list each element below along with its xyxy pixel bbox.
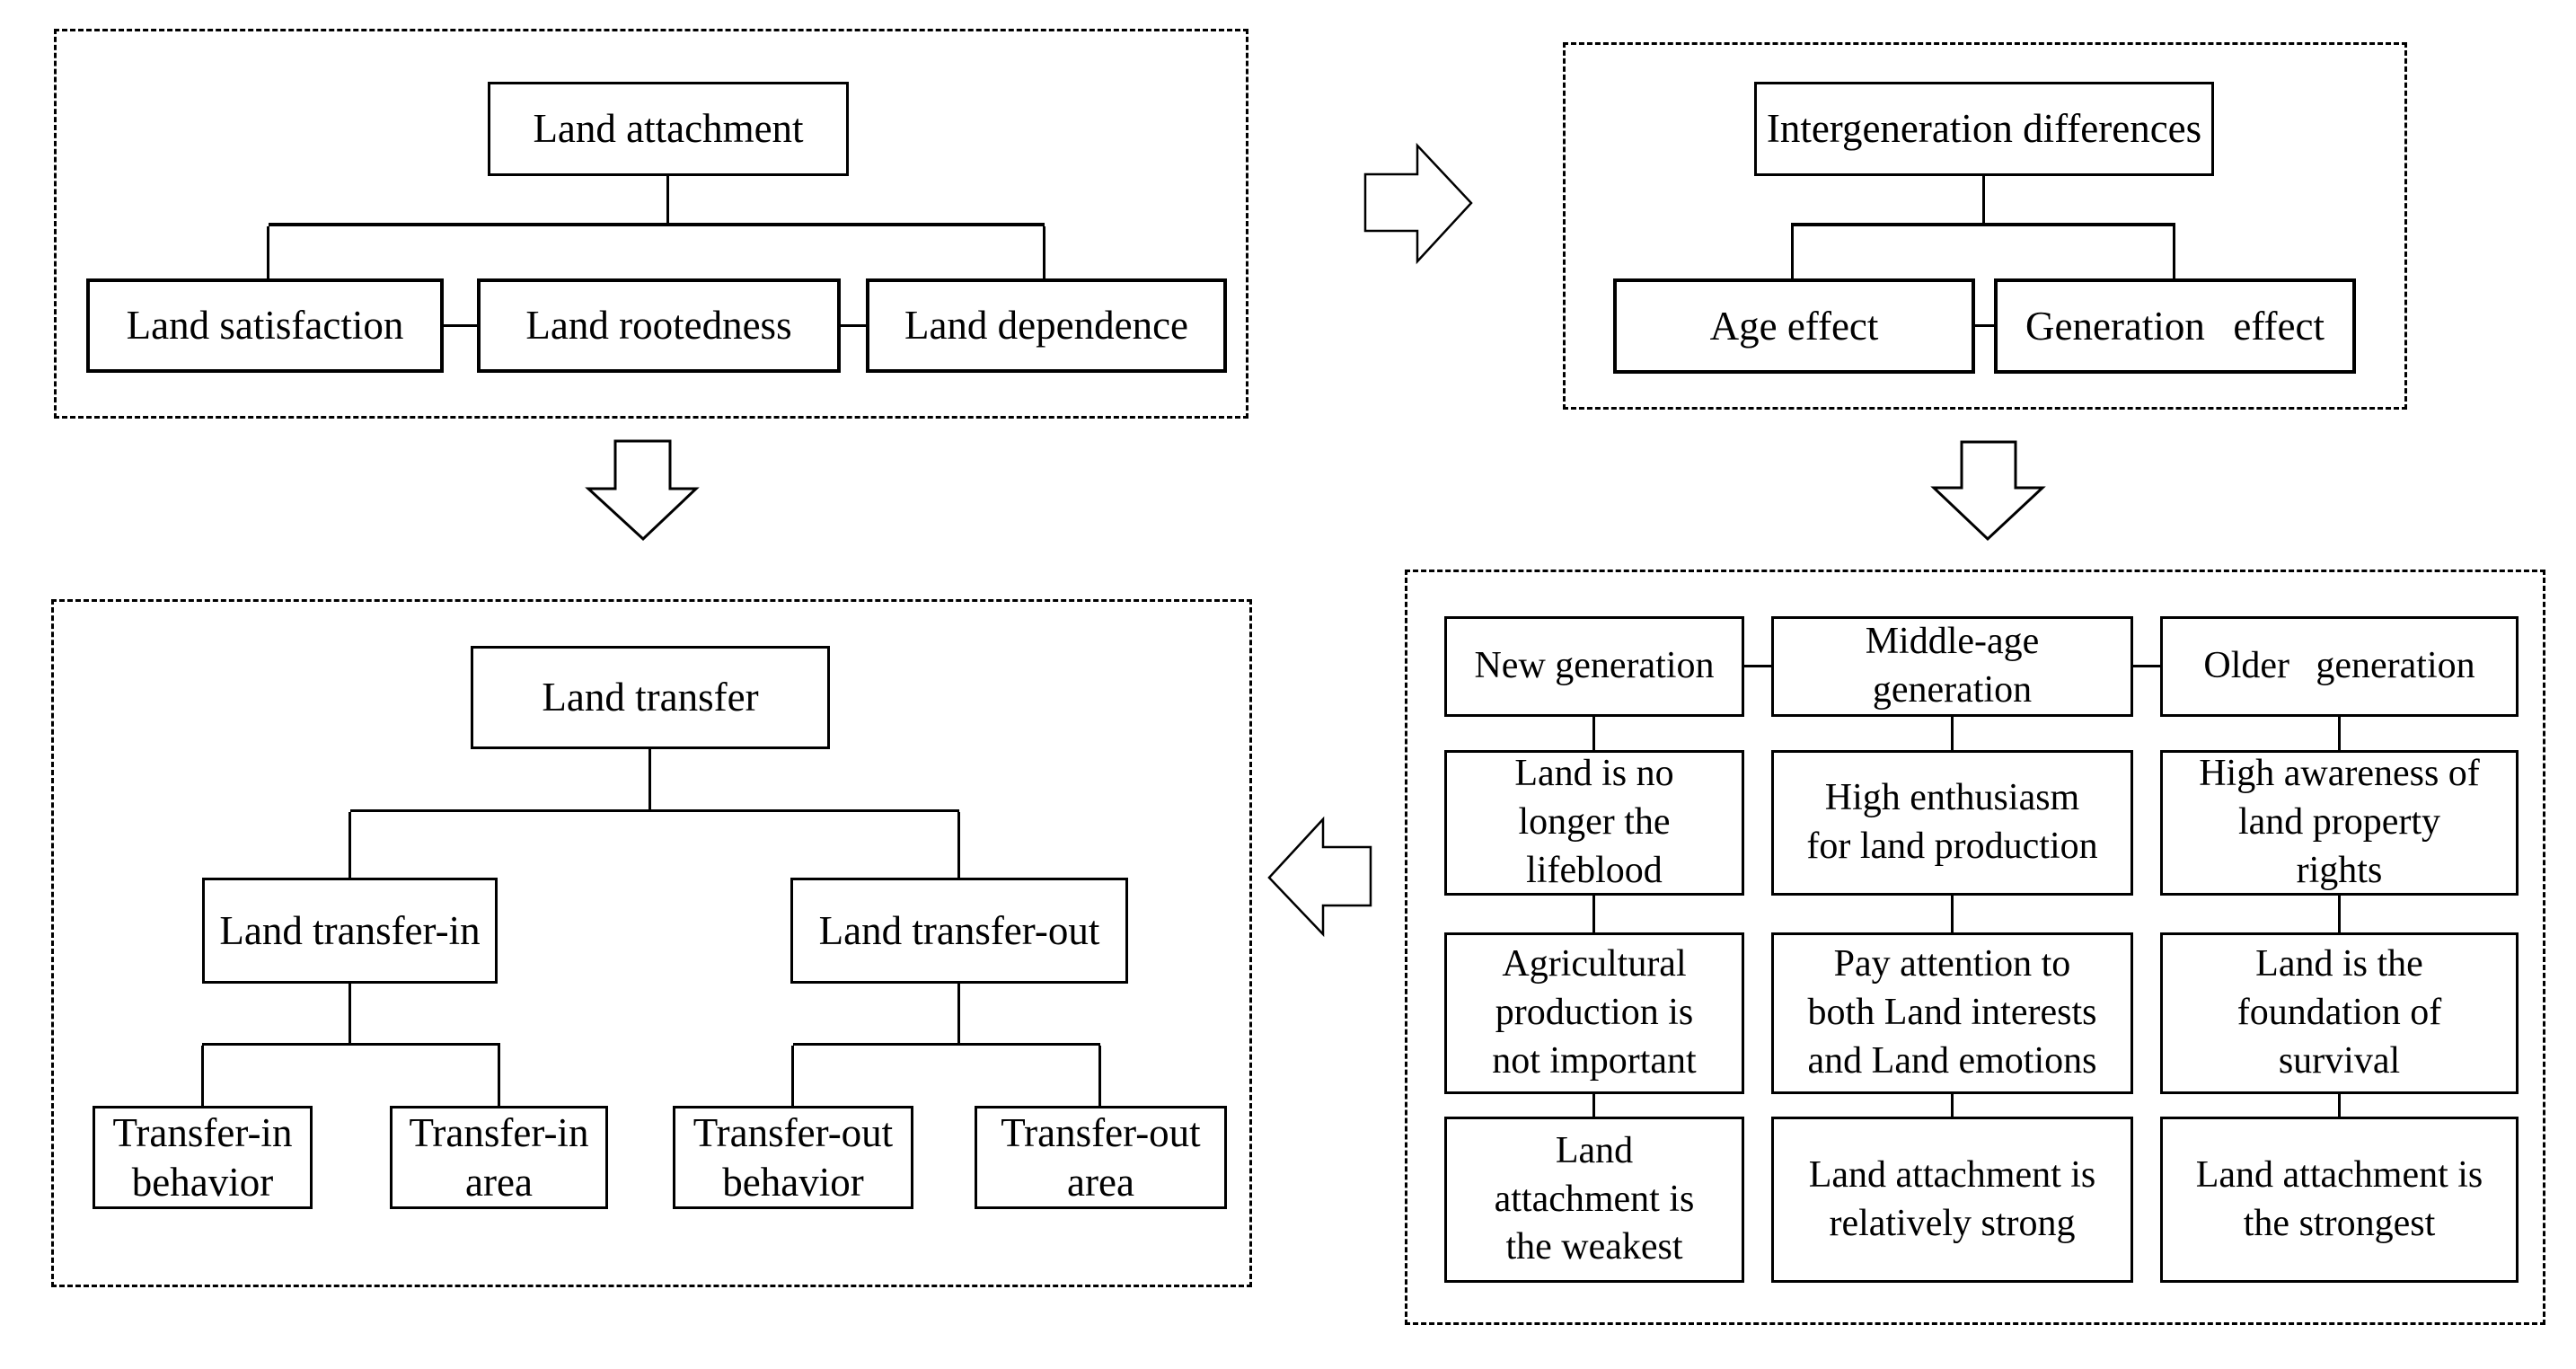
- connector-line: [202, 1043, 500, 1046]
- connector-line: [1744, 665, 1771, 667]
- node-land-dependence: Land dependence: [866, 278, 1227, 373]
- connector-line: [957, 812, 960, 878]
- connector-line: [348, 984, 351, 1045]
- left-block-arrow-icon: [1267, 816, 1372, 938]
- node-land-transfer-out: Land transfer-out: [790, 878, 1128, 984]
- node-age-effect: Age effect: [1613, 278, 1975, 374]
- panel-intergeneration-differences: Intergeneration differences Age effect G…: [1563, 42, 2407, 410]
- connector-line: [269, 223, 1045, 226]
- connector-line: [1592, 1094, 1595, 1117]
- connector-line: [648, 749, 651, 810]
- node-land-attachment: Land attachment: [488, 82, 849, 176]
- node-transfer-out-area: Transfer-out area: [975, 1106, 1227, 1209]
- right-block-arrow-icon: [1363, 142, 1473, 265]
- connector-line: [666, 176, 669, 225]
- connector-line: [1043, 226, 1045, 278]
- connector-line: [2133, 665, 2160, 667]
- node-attention-interests-emotions: Pay attention to both Land interests and…: [1771, 932, 2133, 1094]
- connector-line: [2338, 1094, 2341, 1117]
- connector-line: [348, 812, 351, 878]
- node-generation-effect: Generation effect: [1994, 278, 2356, 374]
- node-intergeneration-differences: Intergeneration differences: [1754, 82, 2214, 176]
- node-land-transfer-in: Land transfer-in: [202, 878, 498, 984]
- connector-line: [2338, 896, 2341, 932]
- node-new-generation: New generation: [1444, 616, 1744, 717]
- connector-line: [2173, 226, 2175, 278]
- node-land-transfer: Land transfer: [471, 646, 830, 749]
- node-transfer-out-behavior: Transfer-out behavior: [673, 1106, 913, 1209]
- node-older-generation: Older generation: [2160, 616, 2519, 717]
- connector-line: [1951, 717, 1954, 750]
- down-block-arrow-icon: [585, 439, 700, 542]
- connector-line: [444, 324, 477, 327]
- node-land-foundation-survival: Land is the foundation of survival: [2160, 932, 2519, 1094]
- node-land-rootedness: Land rootedness: [477, 278, 841, 373]
- connector-line: [793, 1043, 1100, 1046]
- connector-line: [1982, 176, 1985, 225]
- connector-line: [1791, 223, 2175, 226]
- connector-line: [267, 226, 269, 278]
- node-transfer-in-behavior: Transfer-in behavior: [93, 1106, 313, 1209]
- node-transfer-in-area: Transfer-in area: [390, 1106, 608, 1209]
- panel-land-attachment: Land attachment Land satisfaction Land r…: [54, 29, 1248, 419]
- node-attachment-weakest: Land attachment is the weakest: [1444, 1117, 1744, 1283]
- connector-line: [1592, 896, 1595, 932]
- connector-line: [1098, 1046, 1101, 1106]
- node-high-enthusiasm-production: High enthusiasm for land production: [1771, 750, 2133, 896]
- connector-line: [350, 809, 959, 812]
- connector-line: [1975, 324, 1994, 327]
- node-land-no-longer-lifeblood: Land is no longer the lifeblood: [1444, 750, 1744, 896]
- connector-line: [201, 1046, 204, 1106]
- connector-line: [1592, 717, 1595, 750]
- connector-line: [791, 1046, 794, 1106]
- connector-line: [1791, 226, 1794, 278]
- node-high-awareness-property-rights: High awareness of land property rights: [2160, 750, 2519, 896]
- connector-line: [2338, 717, 2341, 750]
- node-land-satisfaction: Land satisfaction: [86, 278, 444, 373]
- connector-line: [1951, 1094, 1954, 1117]
- panel-generations: New generation Middle-age generation Old…: [1405, 570, 2545, 1325]
- connector-line: [841, 324, 866, 327]
- panel-land-transfer: Land transfer Land transfer-in Land tran…: [51, 599, 1252, 1287]
- connector-line: [957, 984, 960, 1045]
- connector-line: [498, 1046, 500, 1106]
- node-attachment-strongest: Land attachment is the strongest: [2160, 1117, 2519, 1283]
- connector-line: [1951, 896, 1954, 932]
- down-block-arrow-icon: [1930, 440, 2046, 542]
- node-attachment-relatively-strong: Land attachment is relatively strong: [1771, 1117, 2133, 1283]
- node-agricultural-production-not-important: Agricultural production is not important: [1444, 932, 1744, 1094]
- node-middle-age-generation: Middle-age generation: [1771, 616, 2133, 717]
